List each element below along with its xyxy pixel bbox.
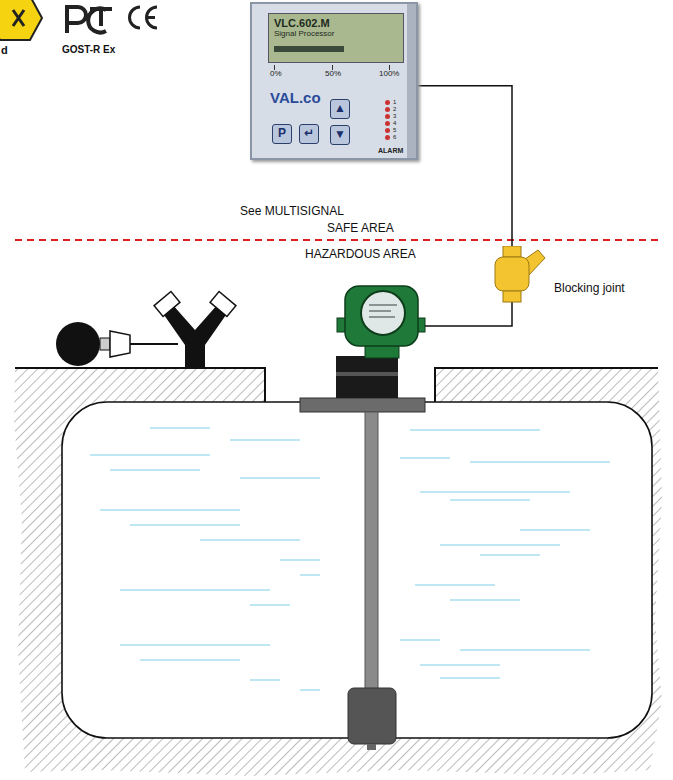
led-number: 5 (393, 127, 396, 134)
cert-label: GOST-R Ex (62, 44, 115, 55)
led-number: 2 (393, 106, 396, 113)
flange (300, 398, 425, 412)
signal-cable (418, 86, 512, 246)
gost-logo (67, 7, 112, 33)
scale-mark: 50% (325, 70, 341, 79)
lcd-bar (274, 46, 344, 52)
alarm-led (385, 100, 390, 105)
ex-glyph (13, 10, 24, 26)
led-number: 4 (393, 120, 396, 127)
joint-label: Blocking joint (554, 282, 625, 295)
pump-pipe (130, 343, 178, 345)
head-window (361, 291, 405, 335)
area-boundary (15, 239, 658, 241)
pump-body (162, 304, 228, 368)
float-tip (367, 744, 376, 750)
led-number: 6 (393, 134, 396, 141)
float (348, 688, 396, 744)
pump-shaft (100, 338, 110, 350)
led-number: 1 (393, 99, 396, 106)
reference-note: See MULTISIGNAL (240, 205, 344, 218)
earth (14, 368, 662, 776)
joint-icon (488, 246, 548, 304)
pump-cap (210, 292, 236, 317)
flange-band (336, 372, 398, 376)
pump-coupling (110, 331, 130, 357)
joint-inlet (503, 246, 521, 257)
joint-body (495, 257, 529, 291)
scale-mark: 100% (379, 70, 399, 79)
area-label: SAFE AREA (327, 222, 394, 235)
transmitter-head (345, 286, 418, 346)
ce-mark (130, 7, 158, 28)
key-button: P (272, 124, 292, 144)
brand-logo: VAL.co (270, 90, 321, 107)
flange-neck (336, 356, 398, 398)
alarm-label: ALARM (378, 147, 403, 155)
key-button: ↵ (299, 124, 319, 144)
wire (425, 302, 512, 326)
probe-rod (365, 412, 378, 692)
pump-cap (154, 292, 180, 317)
signal-processor: VLC.602.MSignal Processor 0% 50% 100% VAL.co… (250, 2, 418, 160)
alarm-led (385, 107, 390, 112)
alarm-led (385, 135, 390, 140)
side-panel (407, 4, 416, 158)
model-name: VLC.602.M (274, 17, 330, 29)
alarm-led (385, 128, 390, 133)
model-subtitle: Signal Processor (274, 30, 334, 39)
key-button: ▲ (330, 99, 350, 119)
head-display (369, 305, 397, 317)
area-label: HAZARDOUS AREA (305, 248, 416, 261)
liquid-lines (90, 428, 610, 690)
alarm-led (385, 114, 390, 119)
key-button: ▼ (330, 125, 350, 145)
alarm-led (385, 121, 390, 126)
cert-label: d (1, 44, 8, 56)
pump-motor (56, 322, 100, 366)
led-number: 3 (393, 113, 396, 120)
blocking-joint: Blocking joint (488, 246, 629, 304)
joint-outlet (503, 291, 521, 302)
scale-mark: 0% (270, 70, 282, 79)
ex-logo (0, 0, 42, 40)
